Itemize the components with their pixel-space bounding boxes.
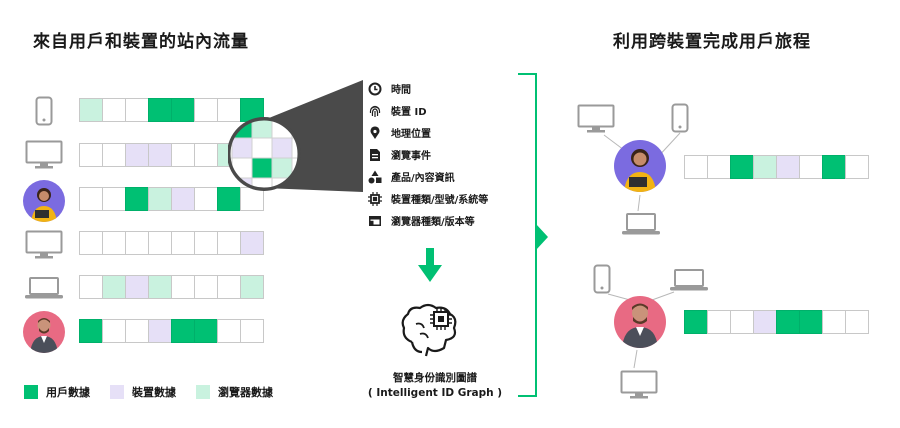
journey-2-phone-icon (593, 264, 611, 294)
journey-2-laptop-icon (670, 269, 708, 291)
journey-1-laptop-icon (622, 213, 660, 235)
chip-icon (368, 191, 382, 206)
journey-1-avatar (614, 140, 666, 192)
attribute-location: 地理位置 (368, 125, 431, 140)
legend-browser-swatch (196, 385, 210, 399)
left-title: 來自用戶和裝置的站內流量 (33, 32, 249, 52)
monitor-icon (25, 140, 63, 169)
monitor-icon-2 (25, 230, 63, 259)
user-avatar-woman (23, 180, 65, 222)
laptop-icon (25, 277, 63, 299)
journey-1-monitor-icon (577, 104, 615, 133)
right-title: 利用跨裝置完成用戶旅程 (613, 32, 811, 52)
shapes-icon (368, 170, 382, 184)
journey-1-woman-figure-icon (624, 149, 656, 192)
legend-browser-data: 瀏覽器數據 (196, 384, 273, 400)
browser-window-icon (368, 214, 382, 228)
traffic-strip-3 (79, 187, 264, 211)
legend-user-swatch (24, 385, 38, 399)
journey-2-man-figure-icon (622, 303, 658, 348)
journey-1-phone-icon (671, 103, 689, 133)
woman-figure-icon (31, 188, 57, 222)
id-graph-caption: 智慧身份識別圖譜 ( Intelligent ID Graph ) (360, 371, 510, 401)
traffic-strip-5 (79, 275, 264, 299)
attribute-device-id: 裝置 ID (368, 103, 427, 118)
brain-chip-icon (401, 303, 457, 357)
bracket-arrow (518, 73, 548, 397)
legend-device-swatch (110, 385, 124, 399)
journey-2-avatar (614, 296, 666, 348)
phone-icon (35, 96, 53, 126)
traffic-strip-4 (79, 231, 264, 255)
legend-user-data: 用戶數據 (24, 384, 90, 400)
arrow-down-icon (418, 248, 442, 282)
journey-1-strip (684, 155, 869, 179)
attribute-browse-event: 瀏覽事件 (368, 147, 431, 162)
attribute-time: 時間 (368, 81, 411, 96)
fingerprint-icon (368, 104, 382, 118)
journey-2-strip (684, 310, 869, 334)
id-graph-caption-cn: 智慧身份識別圖譜 (393, 372, 477, 384)
attribute-product-info: 產品/內容資訊 (368, 169, 455, 184)
attribute-device-type: 裝置種類/型號/系統等 (368, 191, 488, 206)
magnifier-lens (228, 80, 363, 192)
document-icon (368, 148, 382, 162)
clock-icon (368, 82, 382, 96)
traffic-strip-6 (79, 319, 264, 343)
legend-device-data: 裝置數據 (110, 384, 176, 400)
man-figure-icon (30, 318, 58, 353)
journey-2-monitor-icon (620, 370, 658, 399)
location-pin-icon (368, 125, 382, 140)
user-avatar-man (23, 311, 65, 353)
attribute-browser-type: 瀏覽器種類/版本等 (368, 213, 475, 228)
id-graph-caption-en: ( Intelligent ID Graph ) (367, 387, 503, 399)
